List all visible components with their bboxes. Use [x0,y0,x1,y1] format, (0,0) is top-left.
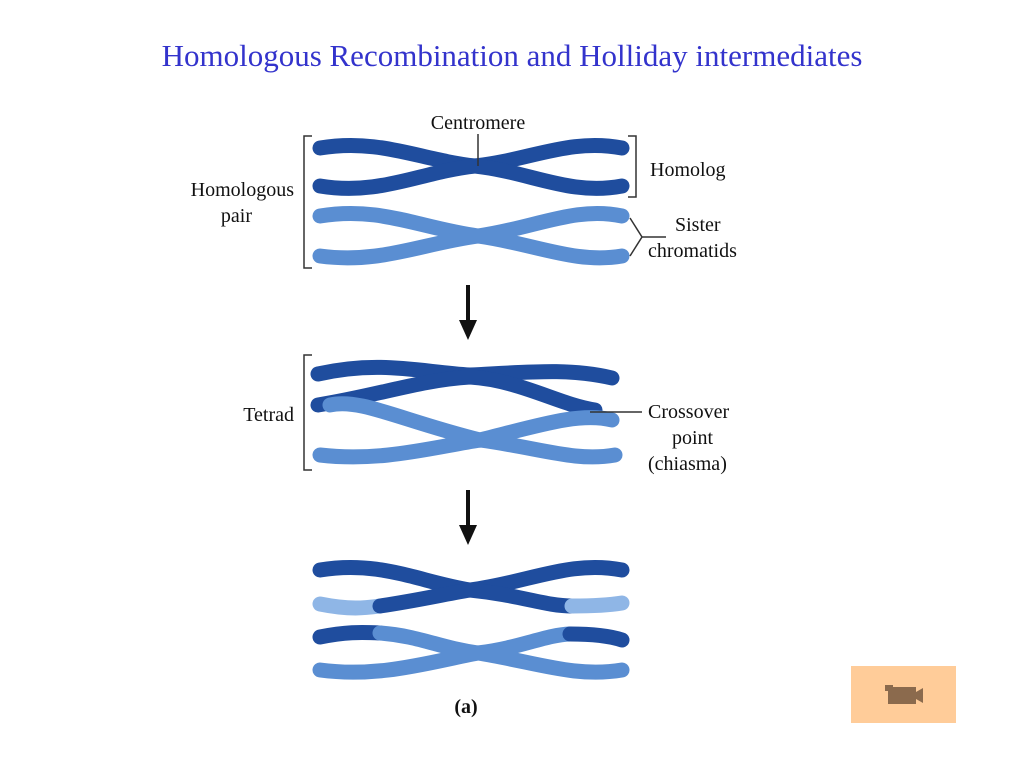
tetrad-light-b [312,432,623,465]
homolog-bracket [628,135,637,198]
label-chromatids: chromatids [648,240,737,262]
play-movie-button[interactable] [851,666,956,723]
label-point: point [672,427,714,449]
sister-bracket [629,217,666,257]
label-centromere: Centromere [431,112,526,134]
recomb-dark-end-right [562,626,630,648]
slide-title: Homologous Recombination and Holliday in… [161,38,863,73]
arrow-down-icon [459,285,477,340]
chromatid-light-2b [312,228,630,266]
recomb-light-end-right [564,595,630,614]
tetrad-dark-b [310,369,603,418]
label-homolog: Homolog [650,159,726,181]
movie-camera-icon [885,685,923,704]
label-crossover: Crossover [648,401,729,423]
recomb-dark-3b [372,582,580,614]
tetrad-bracket [303,354,312,471]
homologous-pair-bracket [303,135,312,269]
chromatid-dark-1b [312,158,630,196]
recomb-light-4b [312,645,630,680]
label-sister: Sister [675,214,721,236]
label-panel-a: (a) [454,696,477,718]
label-homologous: Homologous [191,179,295,201]
recomb-light-end-left [312,596,388,616]
recomb-dark-end-left [312,625,388,645]
label-tetrad: Tetrad [243,404,294,426]
label-pair: pair [221,205,252,227]
label-chiasma: (chiasma) [648,453,727,475]
arrow-down-icon [459,490,477,545]
